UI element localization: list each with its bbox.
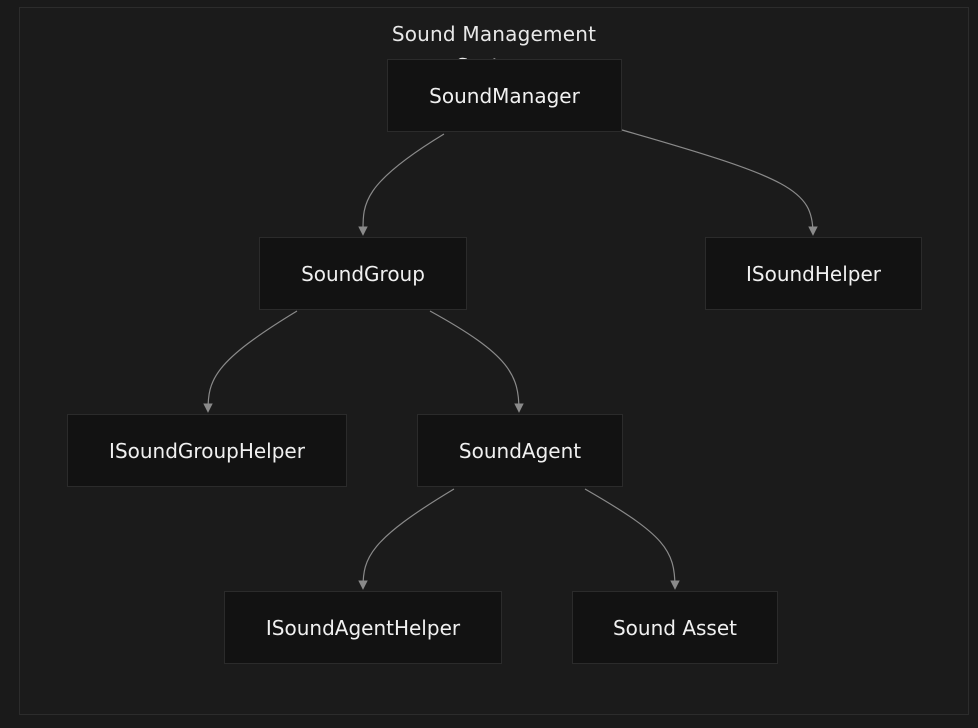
node-isoundhelper[interactable]: ISoundHelper bbox=[705, 237, 922, 310]
edge-soundmanager-soundgroup bbox=[358, 133, 445, 236]
node-soundmanager[interactable]: SoundManager bbox=[387, 59, 622, 132]
node-soundgroup[interactable]: SoundGroup bbox=[259, 237, 467, 310]
node-isoundagenthelper[interactable]: ISoundAgentHelper bbox=[224, 591, 502, 664]
node-soundasset[interactable]: Sound Asset bbox=[572, 591, 778, 664]
edge-soundmanager-isoundhelper bbox=[621, 129, 818, 236]
node-isoundgrouphelper[interactable]: ISoundGroupHelper bbox=[67, 414, 347, 487]
edge-soundagent-soundasset bbox=[584, 488, 680, 590]
edge-soundgroup-soundagent bbox=[429, 310, 524, 413]
edge-soundgroup-isoundgrouphelper bbox=[203, 310, 298, 413]
edge-soundagent-isoundagenthelper bbox=[358, 488, 455, 590]
node-soundagent[interactable]: SoundAgent bbox=[417, 414, 623, 487]
